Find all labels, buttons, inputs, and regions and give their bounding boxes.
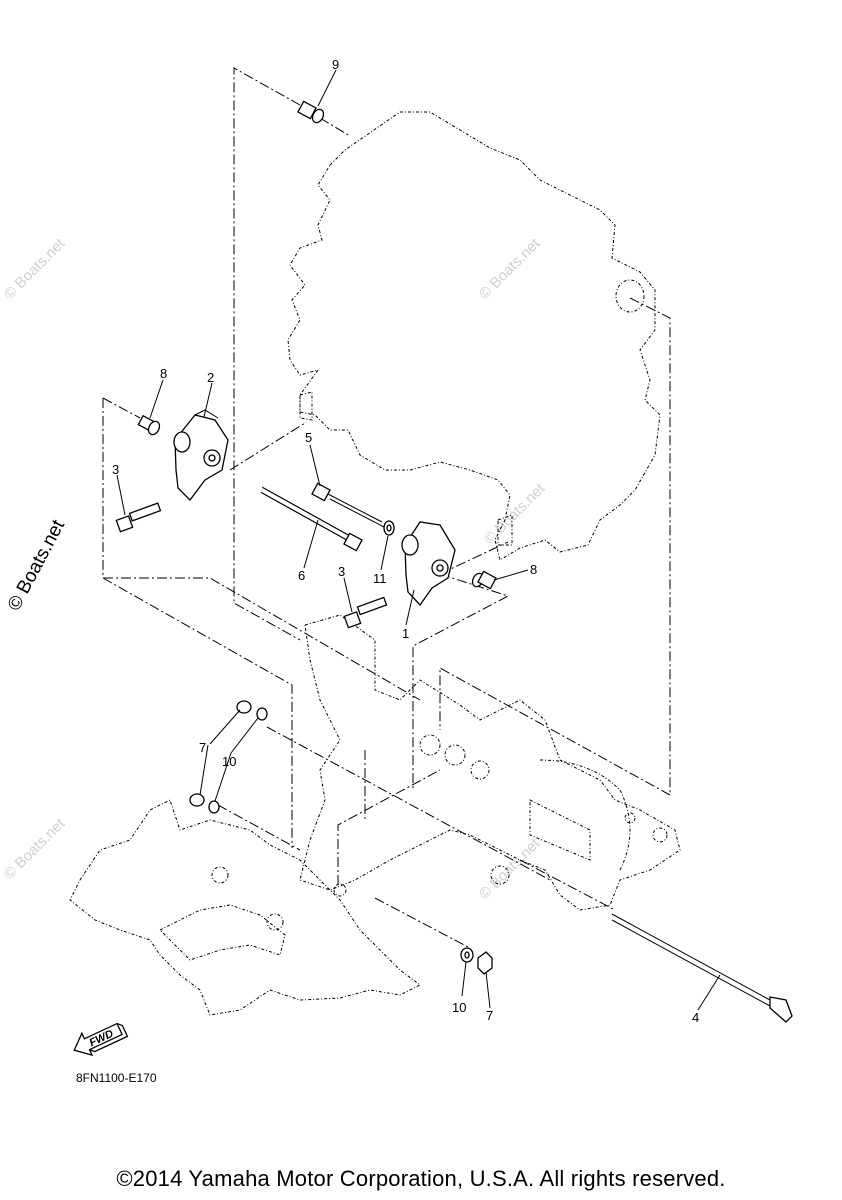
part-9-bolt (297, 100, 325, 124)
drawing-code: 8FN1100-E170 (76, 1071, 157, 1085)
callout-7-lower: 7 (486, 1008, 493, 1023)
part-5-bolt (311, 482, 385, 528)
part-1-engine-mount-right (401, 521, 456, 607)
callout-9: 9 (332, 57, 339, 72)
callout-2: 2 (207, 370, 214, 385)
fwd-arrow: FWD (73, 1022, 129, 1057)
callout-numbers: 9 8 2 3 5 6 11 3 8 1 7 10 10 7 4 (112, 57, 699, 1025)
part-8-bolt-left (137, 414, 161, 436)
part-3-bolt-left (115, 502, 162, 533)
mount-bracket-outline (69, 614, 681, 1016)
callout-8-left: 8 (160, 366, 167, 381)
part-7-nut-upper (189, 700, 252, 807)
part-7-nut-lower (477, 951, 493, 975)
watermark-3: © Boats.net (481, 480, 549, 548)
watermark-layer: © Boats.net © Boats.net © Boats.net © Bo… (1, 235, 549, 903)
alignment-lines (102, 67, 671, 949)
engine-outline (287, 111, 661, 561)
part-2-engine-mount-left (173, 409, 229, 501)
callout-11: 11 (373, 571, 387, 586)
callout-5: 5 (305, 430, 312, 445)
watermark-main: © Boats.net (4, 516, 70, 614)
callout-1: 1 (402, 626, 409, 641)
callout-3-right: 3 (338, 564, 345, 579)
leader-lines (116, 69, 721, 1011)
watermark-2: © Boats.net (476, 235, 544, 303)
callout-7-upper: 7 (199, 740, 206, 755)
part-10-washer-upper (208, 707, 268, 814)
part-3-bolt-right (343, 596, 388, 629)
callout-4: 4 (692, 1010, 699, 1025)
part-11-washer (383, 520, 395, 536)
callout-8-right: 8 (530, 562, 537, 577)
fwd-label: FWD (88, 1028, 116, 1049)
callout-3-left: 3 (112, 462, 119, 477)
watermark-1: © Boats.net (1, 235, 69, 303)
callout-10-lower: 10 (452, 1000, 466, 1015)
copyright-footer: ©2014 Yamaha Motor Corporation, U.S.A. A… (116, 1166, 726, 1191)
callout-6: 6 (298, 568, 305, 583)
callout-10-upper: 10 (222, 754, 236, 769)
part-10-washer-lower (460, 947, 474, 963)
part-4-through-bolt (611, 913, 793, 1023)
part-6-long-bolt (260, 486, 363, 552)
watermark-4: © Boats.net (1, 815, 69, 883)
part-8-bolt-right (471, 570, 497, 590)
